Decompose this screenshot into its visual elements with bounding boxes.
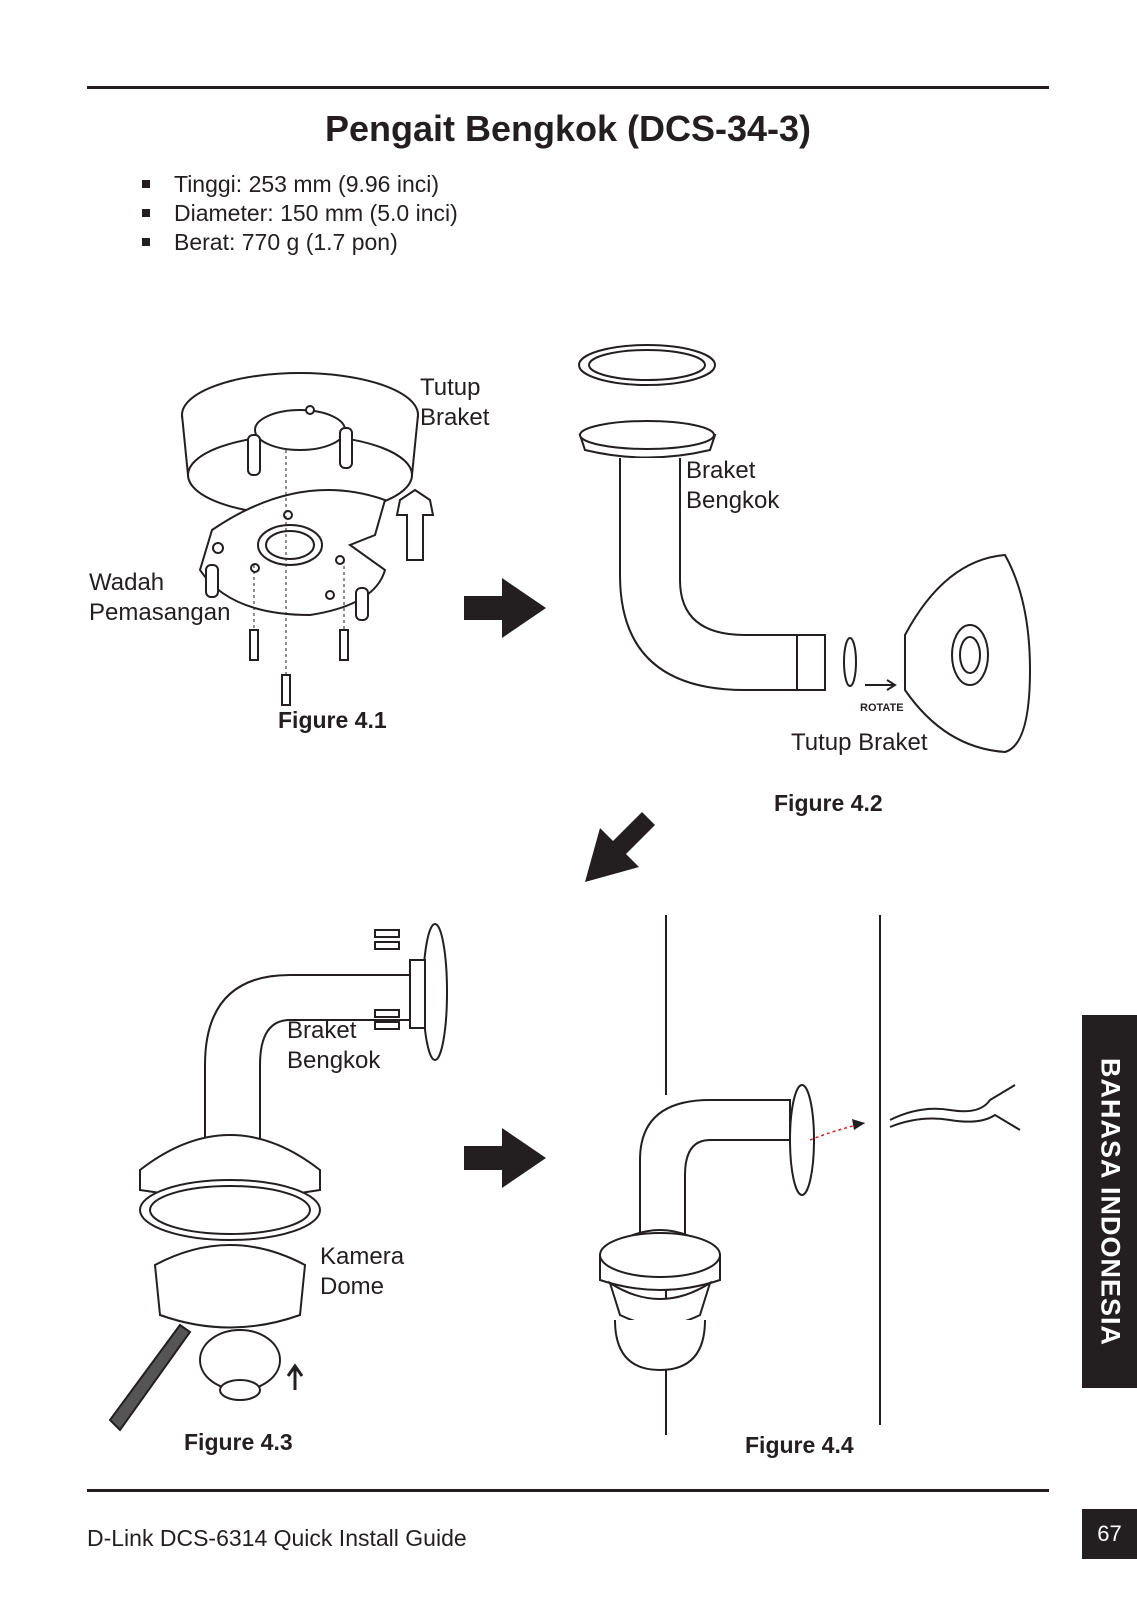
bracket-cap-label-2: Tutup Braket: [791, 729, 928, 756]
bullet-icon: [142, 180, 150, 188]
figure-4-1-caption: Figure 4.1: [278, 707, 387, 733]
footer-guide-title: D-Link DCS-6314 Quick Install Guide: [87, 1525, 467, 1551]
figure-4-2-caption: Figure 4.2: [774, 790, 883, 816]
spec-item: Berat: 770 g (1.7 pon): [142, 228, 458, 257]
spec-item: Diameter: 150 mm (5.0 inci): [142, 199, 458, 228]
mounting-housing-label: Wadah Pemasangan: [89, 569, 231, 626]
page-number: 67: [1082, 1509, 1137, 1559]
figure-4-2-illustration: [578, 344, 1032, 754]
right-arrow-icon: [464, 1128, 546, 1188]
bottom-rule: [87, 1489, 1049, 1492]
figure-4-4-illustration: [599, 915, 1021, 1435]
figure-4-3-illustration: [108, 923, 448, 1432]
top-rule: [87, 86, 1049, 89]
language-tab: BAHASA INDONESIA: [1082, 1015, 1137, 1388]
spec-list: Tinggi: 253 mm (9.96 inci) Diameter: 150…: [142, 170, 458, 257]
bracket-cap-label: Tutup Braket: [420, 374, 490, 431]
figure-4-1-illustration: [181, 372, 435, 706]
bullet-icon: [142, 209, 150, 217]
bullet-icon: [142, 238, 150, 246]
right-arrow-icon: [464, 578, 546, 638]
rotate-label: ROTATE: [860, 702, 904, 714]
spec-item: Tinggi: 253 mm (9.96 inci): [142, 170, 458, 199]
bent-bracket-label: Braket Bengkok: [686, 457, 780, 514]
down-left-arrow-icon: [585, 812, 655, 882]
dome-camera-label: Kamera Dome: [320, 1243, 405, 1300]
figure-4-4-caption: Figure 4.4: [745, 1432, 854, 1458]
bent-bracket-label-2: Braket Bengkok: [287, 1017, 381, 1074]
figure-4-3-caption: Figure 4.3: [184, 1429, 293, 1455]
page-title: Pengait Bengkok (DCS-34-3): [324, 108, 812, 149]
